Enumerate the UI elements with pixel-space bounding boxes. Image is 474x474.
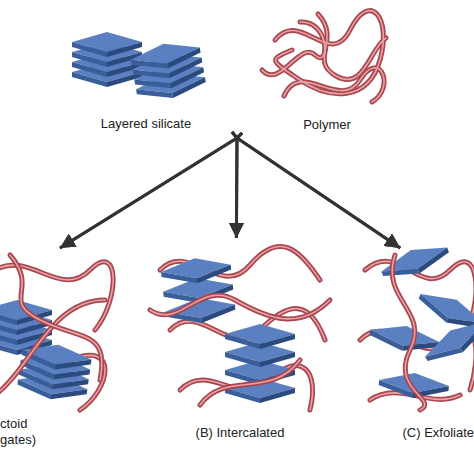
process-arrow: [232, 132, 400, 248]
node-label: (C) Exfoliate: [402, 425, 474, 441]
process-arrow: [60, 132, 237, 248]
process-arrow: [237, 133, 400, 248]
node-label: Layered silicate: [101, 116, 191, 132]
result-illustration: (C) Exfoliate: [355, 248, 474, 441]
result-illustration: ctoid gates): [0, 248, 120, 448]
polymer-chains: [262, 11, 386, 102]
process-arrow: [236, 133, 242, 238]
node-label: (B) Intercalated: [196, 425, 285, 441]
silicate-stack: [72, 32, 208, 104]
node-label: Polymer: [303, 117, 351, 133]
exfoliated-illustration: [360, 238, 474, 410]
process-arrow: [232, 132, 237, 238]
process-arrow: [60, 133, 242, 248]
node-label: ctoid gates): [0, 416, 42, 448]
result-illustration: (B) Intercalated: [150, 238, 330, 441]
tactoid-illustration: [0, 255, 113, 410]
component-illustration: Polymer: [242, 5, 412, 133]
component-illustration: Layered silicate: [60, 15, 232, 132]
intercalated-illustration: [150, 246, 330, 410]
